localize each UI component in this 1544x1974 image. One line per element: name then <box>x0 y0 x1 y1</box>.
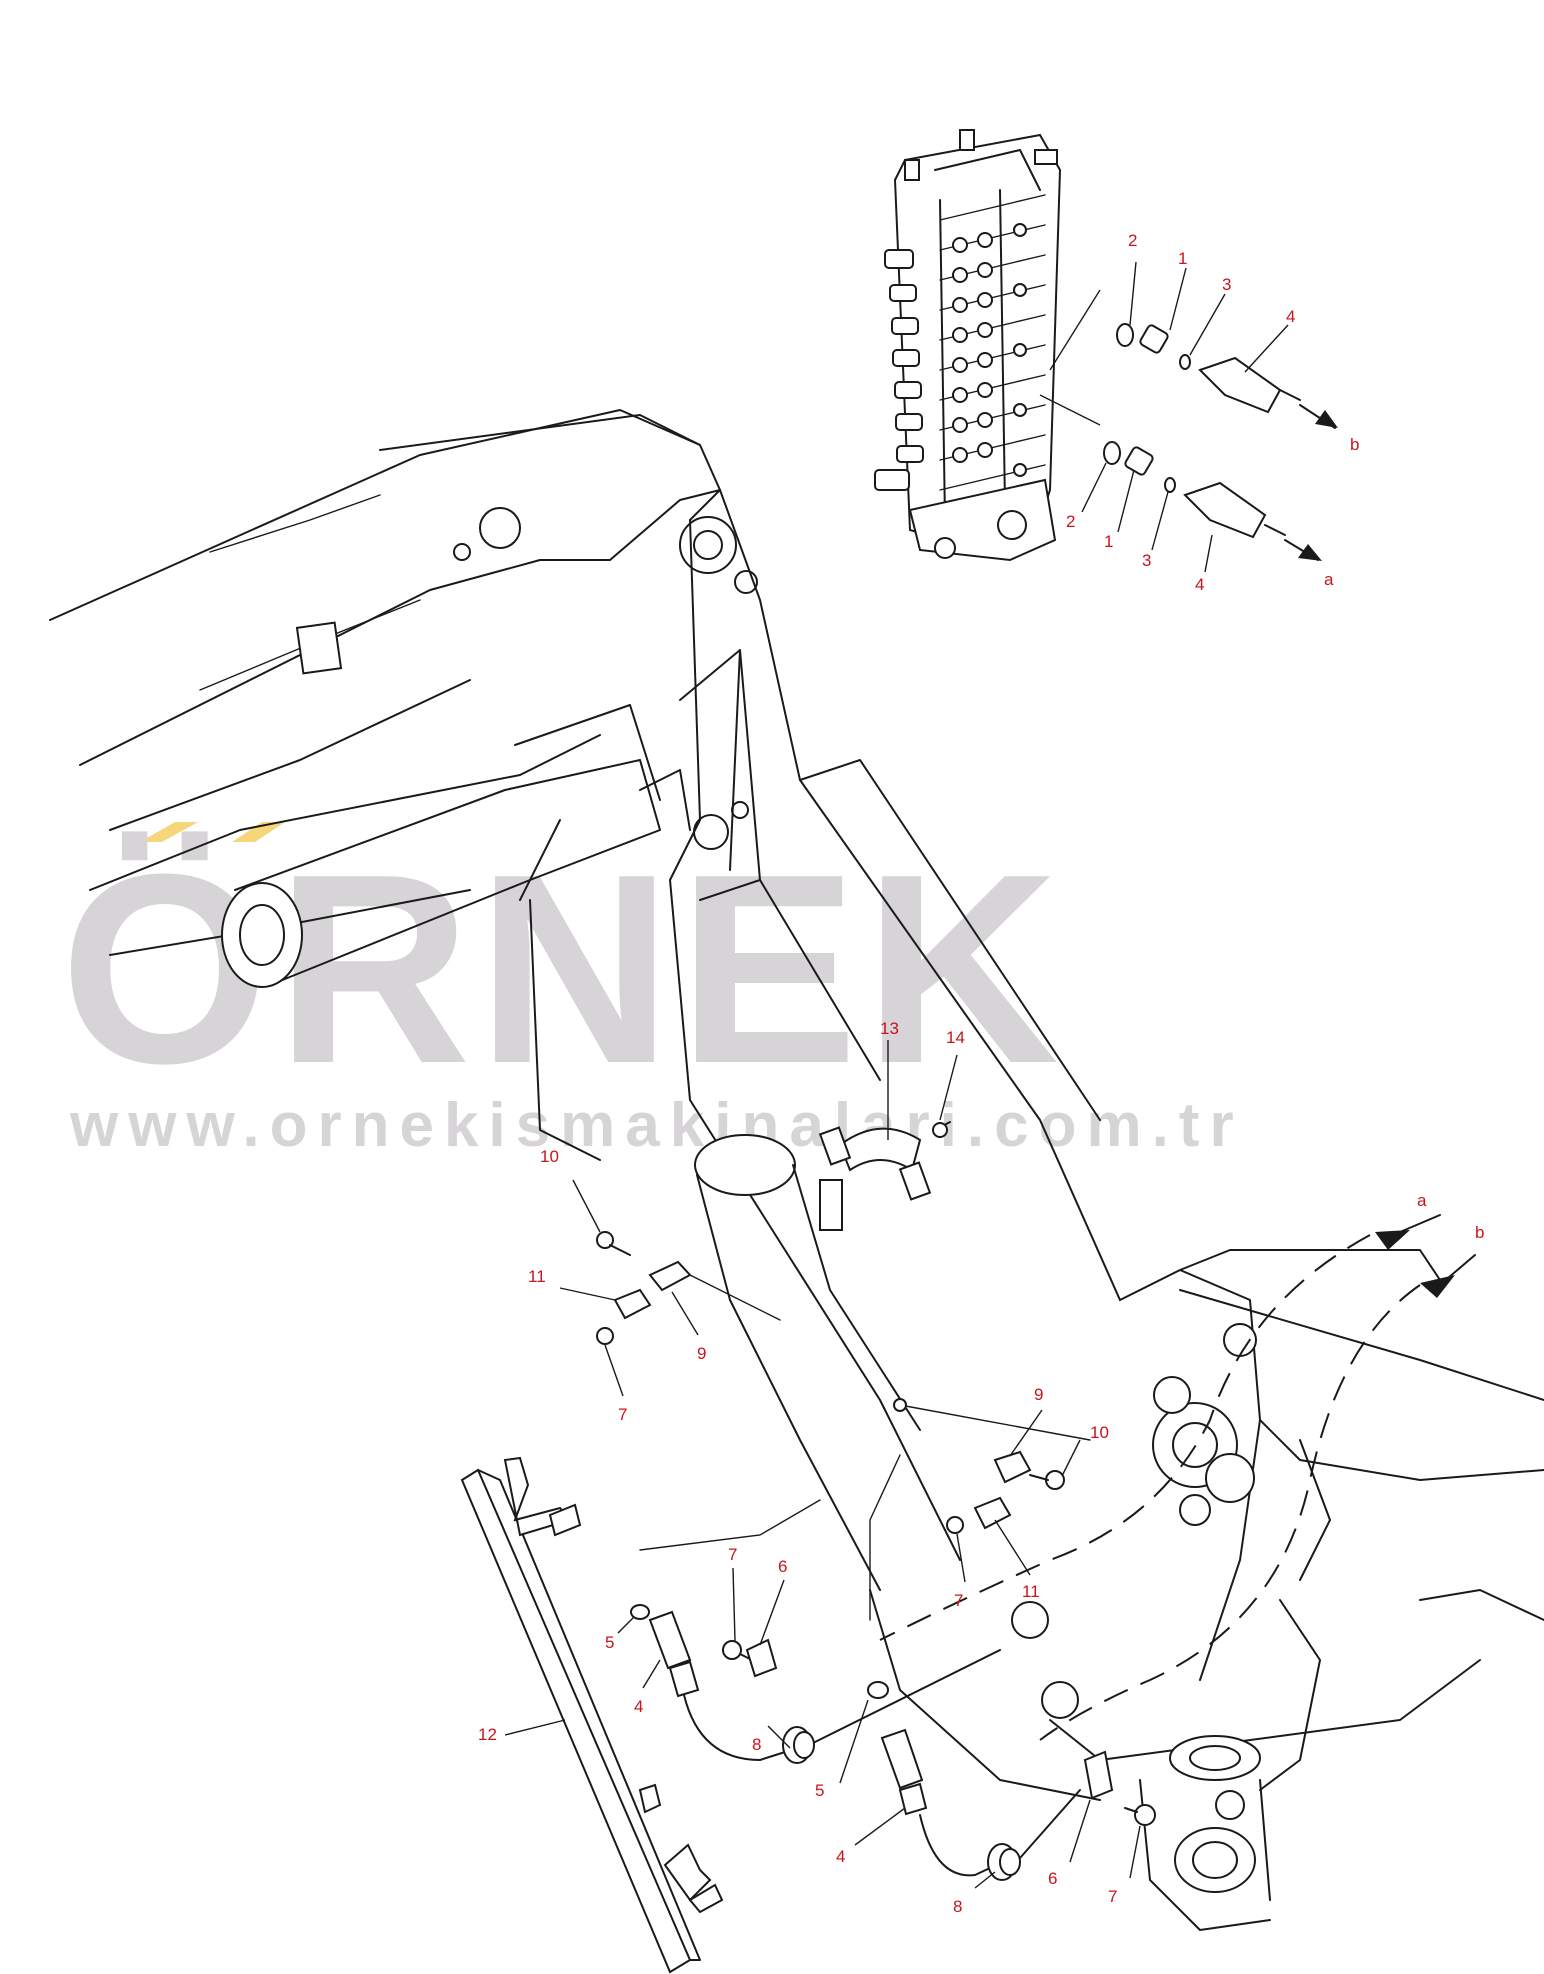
callout-9-right: 9 <box>1034 1385 1043 1404</box>
callout-4-sensor: 4 <box>634 1697 643 1716</box>
callout-4-top: 4 <box>1286 307 1295 326</box>
o-ring-small <box>1179 354 1191 370</box>
callout-11-left: 11 <box>528 1267 546 1286</box>
callout-10-right: 10 <box>1090 1423 1109 1442</box>
callout-labels: 2 1 3 4 b 2 1 3 4 a 13 14 10 11 9 7 9 10… <box>478 231 1484 1916</box>
callout-7-lower: 7 <box>1108 1887 1117 1906</box>
valve-ports-left <box>874 249 924 491</box>
watermark-brand: ÖRNEK <box>60 819 1065 1120</box>
callout-6-sensor: 6 <box>778 1557 787 1576</box>
pressure-sensor <box>1183 481 1267 539</box>
callout-a-bottom: a <box>1324 570 1334 589</box>
callout-8-lower: 8 <box>953 1897 962 1916</box>
callout-9-left: 9 <box>697 1344 706 1363</box>
watermark-url: www.ornekismakinalari.com.tr <box>69 1091 1244 1160</box>
left-bracket-set <box>596 1231 781 1345</box>
fitting-set-upper <box>1116 323 1338 429</box>
watermark: ÖRNEK www.ornekismakinalari.com.tr <box>60 819 1244 1160</box>
left-sensor-assembly <box>630 1499 1001 1764</box>
right-bracket-set <box>893 1398 1091 1534</box>
callout-7-left: 7 <box>618 1405 627 1424</box>
callout-4-lower: 4 <box>836 1847 845 1866</box>
callout-10-left: 10 <box>540 1147 559 1166</box>
callout-1-bottom: 1 <box>1104 532 1113 551</box>
callout-8-sensor: 8 <box>752 1735 761 1754</box>
callout-11-right: 11 <box>1022 1582 1040 1601</box>
o-ring <box>1103 441 1121 465</box>
callout-7-right: 7 <box>954 1591 963 1610</box>
valve-bolts <box>952 223 1027 477</box>
callout-a-route: a <box>1417 1191 1427 1210</box>
callout-4-bottom: 4 <box>1195 575 1204 594</box>
watermark-accent-left <box>140 822 198 842</box>
adapter <box>1124 446 1154 476</box>
callout-2-bottom: 2 <box>1066 512 1075 531</box>
boom-clamp <box>818 1121 951 1201</box>
boom-arm <box>49 409 1544 1931</box>
callout-14: 14 <box>946 1028 965 1047</box>
watermark-accent-right <box>232 822 285 842</box>
callout-6-lower: 6 <box>1048 1869 1057 1888</box>
callout-7-sensor: 7 <box>728 1545 737 1564</box>
callout-13: 13 <box>880 1019 899 1038</box>
cover-plate <box>460 1456 724 1974</box>
lower-sensor-assembly <box>867 1454 1156 1881</box>
callout-1-top: 1 <box>1178 249 1187 268</box>
callout-5-sensor: 5 <box>605 1633 614 1652</box>
callout-3-bottom: 3 <box>1142 551 1151 570</box>
callout-3-top: 3 <box>1222 275 1231 294</box>
adapter <box>1139 324 1169 354</box>
fitting-set-lower <box>1103 441 1322 561</box>
o-ring <box>1116 323 1134 347</box>
callout-b-route: b <box>1475 1223 1484 1242</box>
leader-lines <box>504 261 1289 1889</box>
callout-12: 12 <box>478 1725 497 1744</box>
callout-2-top: 2 <box>1128 231 1137 250</box>
pressure-sensor <box>1198 356 1282 414</box>
control-valve <box>874 129 1101 562</box>
callout-b-top: b <box>1350 435 1359 454</box>
o-ring-small <box>1164 477 1176 493</box>
routing-lines <box>879 1214 1476 1741</box>
arrow-b-head <box>1315 410 1338 428</box>
arrow-a-head <box>1298 544 1322 561</box>
callout-5-lower: 5 <box>815 1781 824 1800</box>
